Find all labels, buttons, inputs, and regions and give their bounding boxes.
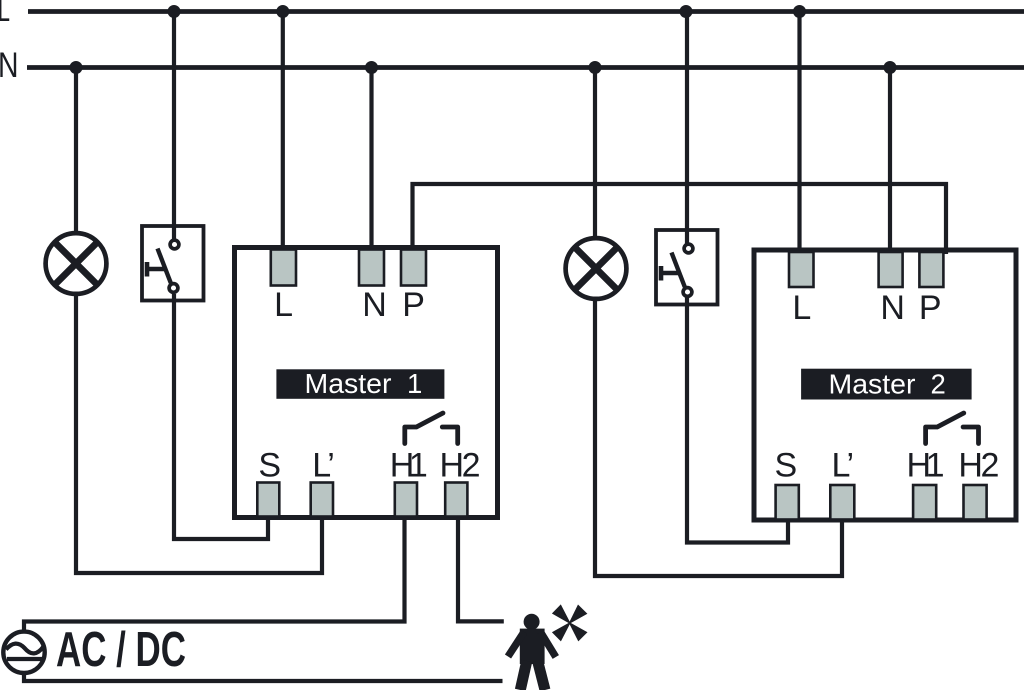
svg-text:N: N: [880, 289, 905, 327]
svg-text:P: P: [919, 289, 942, 327]
svg-text:N: N: [362, 286, 387, 324]
svg-text:1: 1: [407, 368, 422, 399]
svg-text:AC / DC: AC / DC: [56, 622, 186, 677]
svg-text:L’: L’: [312, 447, 335, 485]
svg-text:H2: H2: [440, 447, 481, 485]
svg-text:S: S: [775, 446, 798, 484]
svg-text:H1: H1: [907, 446, 945, 484]
svg-text:H2: H2: [958, 446, 999, 484]
svg-text:N: N: [0, 46, 19, 85]
svg-text:2: 2: [931, 369, 946, 400]
svg-text:S: S: [258, 447, 281, 485]
svg-text:Master: Master: [829, 369, 916, 400]
svg-text:L: L: [792, 289, 811, 327]
svg-text:H1: H1: [390, 447, 428, 485]
svg-text:L’: L’: [832, 446, 855, 484]
svg-text:L: L: [274, 286, 293, 324]
svg-text:P: P: [402, 286, 425, 324]
svg-text:L: L: [0, 0, 10, 29]
svg-text:Master: Master: [305, 368, 392, 399]
